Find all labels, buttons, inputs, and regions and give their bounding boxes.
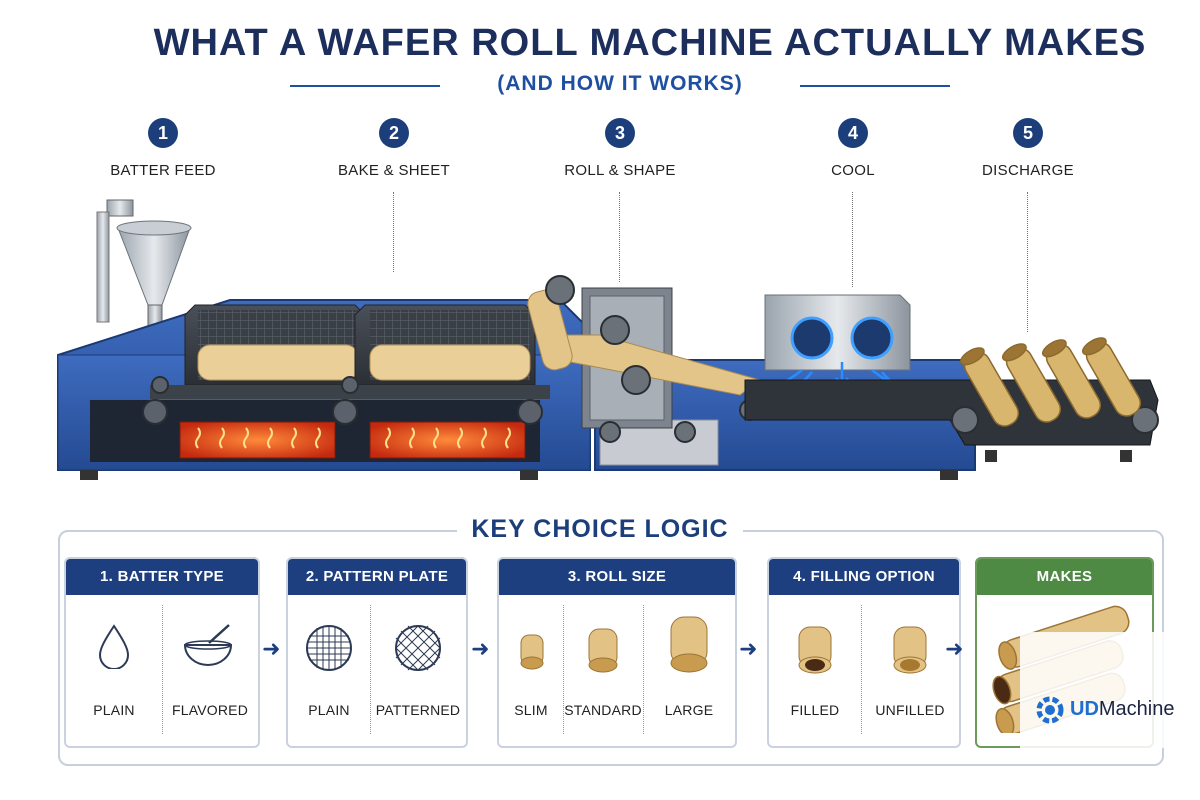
flow-arrow-icon: ➜: [262, 636, 281, 661]
option-divider: [861, 605, 862, 734]
flow-arrow-icon: ➜: [471, 636, 490, 661]
unfilled-roll-icon: [893, 626, 927, 674]
option-standard-roll: STANDARD: [563, 595, 643, 746]
step-number-badge: 4: [838, 118, 868, 148]
card-filling-option: 4. FILLING OPTION FILLED UNFILLED: [767, 557, 961, 748]
rolling-unit: [527, 275, 762, 443]
brand-name: UDMachine: [1070, 698, 1175, 721]
droplet-icon: [98, 624, 130, 669]
finished-wafer-rolls: [960, 337, 1142, 427]
subtitle-rule-left: [290, 85, 440, 87]
card-pattern-plate: 2. PATTERN PLATE PLAIN PATTERNED: [286, 557, 468, 748]
step-number-badge: 2: [379, 118, 409, 148]
step-leader-line: [852, 192, 853, 287]
card-header: 4. FILLING OPTION: [769, 559, 959, 595]
flow-arrow-icon: ➜: [739, 636, 758, 661]
option-label: SLIM: [514, 702, 548, 718]
subtitle-rule-right: [800, 85, 950, 87]
step-label: COOL: [831, 162, 875, 179]
step-bake-sheet: 2 BAKE & SHEET: [314, 118, 474, 272]
wafer-roll-machine-illustration: [57, 199, 1159, 480]
option-patterned-plate: PATTERNED: [370, 595, 466, 746]
step-roll-shape: 3 ROLL & SHAPE: [540, 118, 700, 282]
subtitle-row: (AND HOW IT WORKS): [290, 72, 950, 102]
card-header: 2. PATTERN PLATE: [288, 559, 466, 595]
key-choice-logic-heading: KEY CHOICE LOGIC: [457, 515, 743, 543]
option-unfilled: UNFILLED: [861, 595, 959, 746]
option-filled: FILLED: [769, 595, 861, 746]
step-label: BATTER FEED: [110, 162, 216, 179]
mixing-bowl-icon: [183, 624, 233, 666]
gear-logo-icon: [1036, 696, 1064, 724]
step-label: ROLL & SHAPE: [564, 162, 676, 179]
card-header: 1. BATTER TYPE: [66, 559, 258, 595]
option-divider: [162, 605, 163, 734]
brand-suffix: Machine: [1098, 698, 1175, 720]
card-batter-type: 1. BATTER TYPE PLAIN FLAVORED: [64, 557, 260, 748]
option-divider: [563, 605, 564, 734]
step-cool: 4 COOL: [773, 118, 933, 287]
square-grid-plate-icon: [306, 625, 352, 671]
option-label: FLAVORED: [171, 702, 249, 718]
flow-arrow-icon: ➜: [945, 636, 964, 661]
step-leader-line: [619, 192, 620, 282]
step-batter-feed: 1 BATTER FEED: [83, 118, 243, 179]
page-title: WHAT A WAFER ROLL MACHINE ACTUALLY MAKES: [153, 22, 1147, 64]
card-header: 3. ROLL SIZE: [499, 559, 735, 595]
option-label: PATTERNED: [375, 702, 461, 718]
option-label: PLAIN: [93, 702, 135, 718]
conveyor-rollers: [142, 376, 543, 425]
option-flavored-batter: FLAVORED: [162, 595, 258, 746]
step-label: DISCHARGE: [982, 162, 1074, 179]
standard-roll-icon: [588, 628, 618, 673]
card-roll-size: 3. ROLL SIZE SLIM STANDARD LARGE: [497, 557, 737, 748]
brand-logo: UDMachine: [1020, 632, 1200, 748]
step-number-badge: 5: [1013, 118, 1043, 148]
option-label: UNFILLED: [875, 702, 945, 718]
diamond-pattern-plate-icon: [395, 625, 441, 671]
option-divider: [643, 605, 644, 734]
filled-roll-icon: [798, 626, 832, 674]
step-label: BAKE & SHEET: [338, 162, 450, 179]
option-label: STANDARD: [564, 702, 642, 718]
large-roll-icon: [670, 616, 708, 673]
slim-roll-icon: [520, 634, 544, 670]
step-discharge: 5 DISCHARGE: [948, 118, 1108, 332]
card-header: MAKES: [977, 559, 1152, 595]
option-divider: [370, 605, 371, 734]
option-plain-plate: PLAIN: [288, 595, 370, 746]
heating-elements: [179, 421, 526, 459]
option-label: PLAIN: [308, 702, 350, 718]
option-slim-roll: SLIM: [499, 595, 563, 746]
option-label: LARGE: [664, 702, 714, 718]
key-choice-logic-title: KEY CHOICE LOGIC: [0, 515, 1200, 544]
option-label: FILLED: [790, 702, 840, 718]
option-plain-batter: PLAIN: [66, 595, 162, 746]
step-number-badge: 1: [148, 118, 178, 148]
option-large-roll: LARGE: [643, 595, 735, 746]
step-leader-line: [1027, 192, 1028, 332]
step-leader-line: [393, 192, 394, 272]
brand-prefix: UD: [1070, 698, 1099, 720]
step-number-badge: 3: [605, 118, 635, 148]
page-subtitle: (AND HOW IT WORKS): [497, 72, 743, 95]
